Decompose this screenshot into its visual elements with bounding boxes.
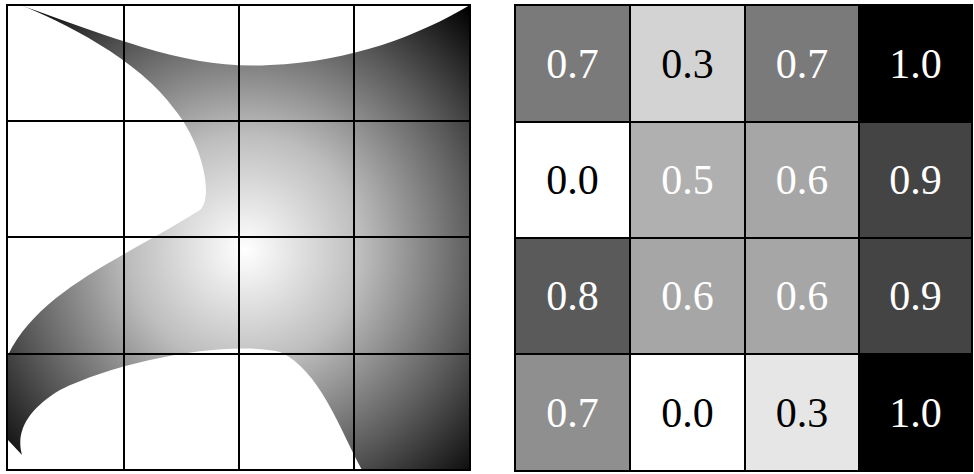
- cell-value: 0.8: [515, 238, 630, 354]
- cell-value: 0.6: [745, 238, 859, 354]
- value-cell: [515, 122, 630, 238]
- cell-value: 1.0: [859, 5, 972, 122]
- value-cell: [515, 238, 630, 354]
- value-cell: [745, 122, 859, 238]
- cell-value: 0.0: [515, 122, 630, 238]
- cell-value: 0.5: [630, 122, 745, 238]
- grid-line: [7, 120, 470, 122]
- cell-value: 0.3: [745, 354, 859, 471]
- grid-line: [7, 353, 470, 355]
- cell-value: 0.9: [859, 122, 972, 238]
- cell-value: 0.0: [630, 354, 745, 471]
- value-cell: [630, 354, 745, 471]
- value-cell: [745, 5, 859, 122]
- value-cell: [859, 354, 972, 471]
- grid-line: [7, 236, 470, 238]
- value-cell: [630, 5, 745, 122]
- value-cell: [859, 238, 972, 354]
- cell-value: 1.0: [859, 354, 972, 471]
- shaded-shape: [8, 5, 470, 470]
- cell-value: 0.6: [745, 122, 859, 238]
- cell-value: 0.6: [630, 238, 745, 354]
- left-grid: [7, 5, 470, 470]
- value-cell: [515, 354, 630, 471]
- cell-value: 0.3: [630, 5, 745, 122]
- value-grid: [515, 5, 972, 471]
- cell-value: 0.9: [859, 238, 972, 354]
- value-cell: [859, 5, 972, 122]
- value-cell: [630, 238, 745, 354]
- cell-value: 0.7: [515, 5, 630, 122]
- value-cell: [745, 238, 859, 354]
- value-cell: [630, 122, 745, 238]
- value-cell: [745, 354, 859, 471]
- cell-value: 0.7: [745, 5, 859, 122]
- grid-border: [7, 5, 470, 470]
- value-cell: [515, 5, 630, 122]
- value-cell: [859, 122, 972, 238]
- cell-value: 0.7: [515, 354, 630, 471]
